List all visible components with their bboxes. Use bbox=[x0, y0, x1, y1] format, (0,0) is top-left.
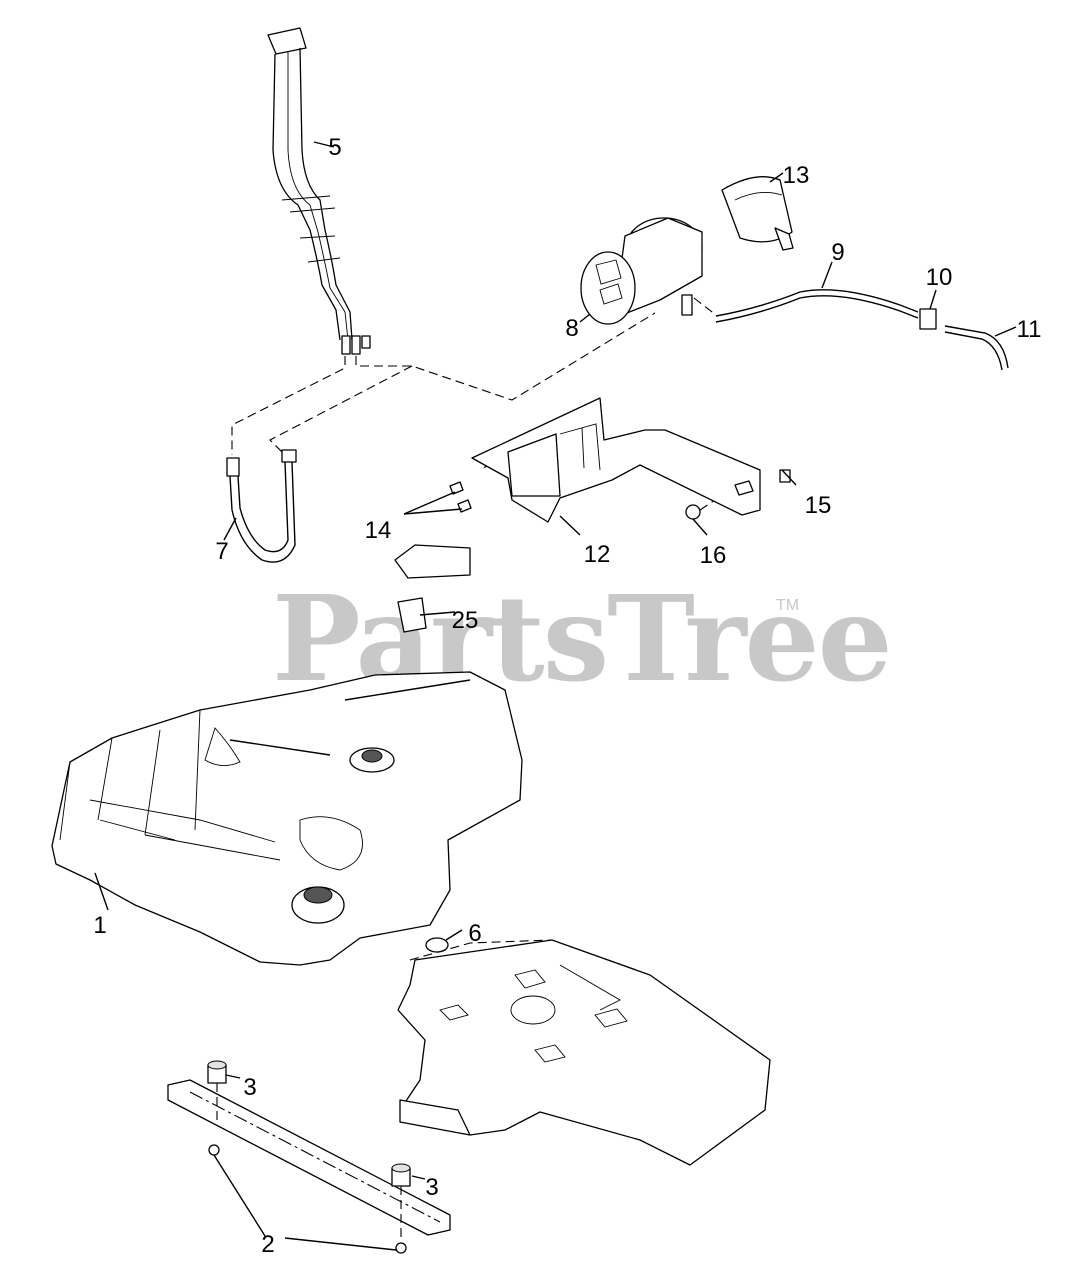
part-12-bracket bbox=[471, 397, 761, 536]
part-10-valve bbox=[919, 289, 937, 330]
part-25-sender bbox=[394, 544, 471, 633]
part-11-hose bbox=[944, 325, 1017, 371]
callout-10: 10 bbox=[926, 264, 953, 291]
part-13-clamp bbox=[721, 172, 794, 251]
callout-16: 16 bbox=[700, 542, 727, 569]
callout-1: 1 bbox=[93, 912, 106, 939]
part-7-vent-hose bbox=[223, 449, 297, 563]
callout-11: 11 bbox=[1017, 316, 1042, 343]
callout-15: 15 bbox=[805, 492, 832, 519]
part-6-grommet bbox=[425, 929, 463, 953]
part-14-screws bbox=[403, 481, 472, 515]
part-5-filler-hoses bbox=[267, 27, 371, 355]
callout-14: 14 bbox=[365, 517, 392, 544]
callout-2: 2 bbox=[261, 1231, 274, 1258]
callout-9: 9 bbox=[831, 239, 844, 266]
part-15-bolt bbox=[779, 469, 797, 486]
part-8-canister bbox=[579, 217, 703, 325]
callout-3b: 3 bbox=[425, 1174, 438, 1201]
callout-3a: 3 bbox=[243, 1074, 256, 1101]
part-1-fuel-tank bbox=[51, 671, 523, 966]
callout-25: 25 bbox=[452, 607, 479, 634]
part-9-vent-line bbox=[715, 261, 919, 323]
callout-12: 12 bbox=[584, 541, 611, 568]
callout-6: 6 bbox=[468, 920, 481, 947]
part-3-2-strap-and-feet bbox=[167, 1060, 451, 1254]
callout-7: 7 bbox=[215, 538, 228, 565]
callout-8: 8 bbox=[565, 315, 578, 342]
tank-mounting-plate bbox=[397, 939, 771, 1166]
callout-5: 5 bbox=[328, 134, 341, 161]
callout-13: 13 bbox=[783, 162, 810, 189]
watermark-trademark: TM bbox=[776, 597, 799, 614]
part-16-nut bbox=[685, 504, 708, 536]
